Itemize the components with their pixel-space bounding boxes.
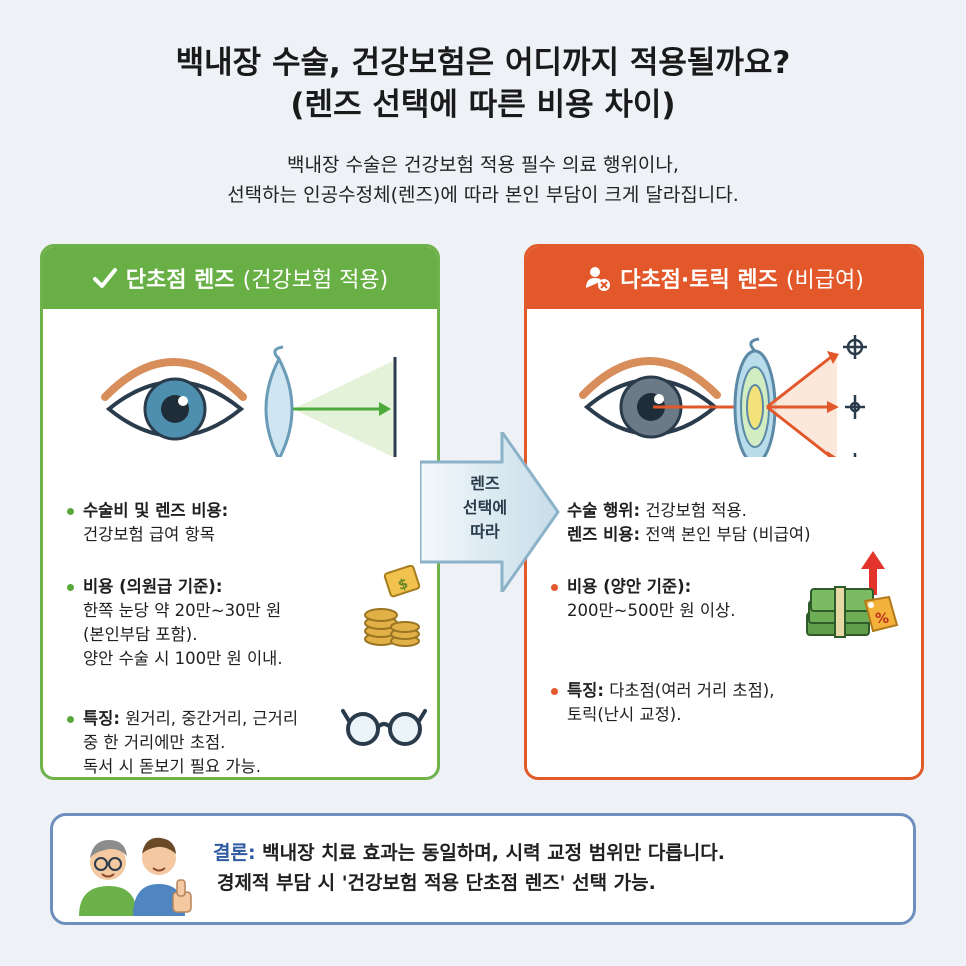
title-line-1: 백내장 수술, 건강보험은 어디까지 적용될까요? (175, 45, 791, 81)
conclusion-line-2: 경제적 부담 시 '건강보험 적용 단초점 렌즈' 선택 가능. (217, 872, 656, 894)
arrow-icon (420, 432, 560, 592)
money-stack-icon: % (806, 551, 899, 638)
people-thumbs-up-icon (79, 837, 192, 916)
multifocal-panel-title: 다초점·토릭 렌즈 (620, 268, 778, 293)
monofocal-panel-subtitle: (건강보험 적용) (242, 268, 389, 293)
title-line-2: (렌즈 선택에 따른 비용 차이) (290, 87, 676, 123)
bullet-icon (551, 688, 558, 695)
page-subtitle: 백내장 수술은 건강보험 적용 필수 의료 행위이나, 선택하는 인공수정체(렌… (0, 150, 966, 210)
bullet-icon (67, 508, 74, 515)
list-item: 수술비 및 렌즈 비용: 건강보험 급여 항목 (67, 499, 228, 547)
monofocal-panel-title: 단초점 렌즈 (125, 268, 235, 293)
multifocal-eye-illustration (579, 335, 867, 457)
svg-text:$: $ (396, 576, 410, 594)
svg-text:%: % (875, 611, 889, 627)
multifocal-panel-subtitle: (비급여) (785, 268, 864, 293)
glasses-icon (341, 709, 427, 746)
list-item: 비용 (양안 기준): 200만~500만 원 이상. (551, 575, 735, 623)
arrow-label: 렌즈 선택에 따라 (462, 474, 508, 541)
multifocal-panel-header: 다초점·토릭 렌즈 (비급여) (527, 247, 921, 309)
monofocal-lens-panel: 단초점 렌즈 (건강보험 적용) 수술비 및 렌즈 비용: 건강보험 급여 항목… (40, 244, 440, 780)
monofocal-eye-illustration (101, 345, 397, 457)
check-icon (92, 268, 117, 288)
list-item: 비용 (의원급 기준): 한쪽 눈당 약 20만~30만 원 (본인부담 포함)… (67, 575, 283, 671)
multifocal-lens-panel: 다초점·토릭 렌즈 (비급여) (524, 244, 924, 780)
conclusion-text: 결론: 백내장 치료 효과는 동일하며, 시력 교정 범위만 다릅니다. 경제적… (213, 838, 903, 898)
subtitle-line-2: 선택하는 인공수정체(렌즈)에 따라 본인 부담이 크게 달라집니다. (227, 184, 739, 206)
conclusion-line-1: 백내장 치료 효과는 동일하며, 시력 교정 범위만 다릅니다. (255, 842, 725, 864)
conclusion-box: 결론: 백내장 치료 효과는 동일하며, 시력 교정 범위만 다릅니다. 경제적… (50, 813, 916, 925)
subtitle-line-1: 백내장 수술은 건강보험 적용 필수 의료 행위이나, (287, 154, 679, 176)
person-money-icon (586, 267, 611, 291)
list-item: 특징: 원거리, 중간거리, 근거리 중 한 거리에만 초점. 독서 시 돋보기… (67, 707, 298, 777)
bullet-icon (67, 584, 74, 591)
list-item: 특징: 다초점(여러 거리 초점), 토릭(난시 교정). (551, 679, 774, 727)
coins-icon: $ (364, 565, 421, 647)
bullet-icon (551, 584, 558, 591)
conclusion-label: 결론: (213, 842, 256, 864)
page-title: 백내장 수술, 건강보험은 어디까지 적용될까요? (렌즈 선택에 따른 비용 … (0, 42, 966, 126)
list-item: 수술 행위: 건강보험 적용. 렌즈 비용: 전액 본인 부담 (비급여) (551, 499, 811, 547)
monofocal-panel-header: 단초점 렌즈 (건강보험 적용) (43, 247, 437, 309)
bullet-icon (67, 716, 74, 723)
